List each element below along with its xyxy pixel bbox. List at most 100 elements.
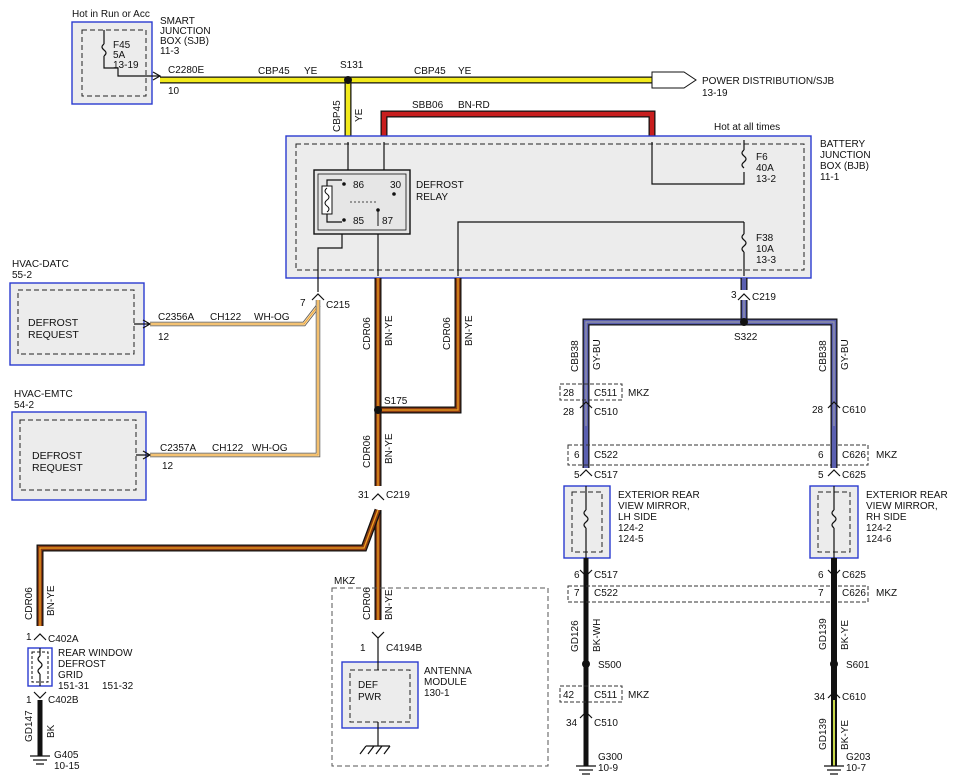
c610b-chevron-icon bbox=[827, 691, 841, 699]
hvac-emtc-header-2: 54-2 bbox=[14, 400, 34, 411]
f6-fuse-icon bbox=[741, 149, 747, 169]
defrost-relay-inner bbox=[317, 173, 407, 231]
f38-name: F38 bbox=[756, 233, 774, 244]
cdr06-right-color: BN-YE bbox=[464, 315, 475, 346]
gd147-color: BK bbox=[46, 724, 57, 738]
s175-splice-dot bbox=[374, 406, 382, 414]
rh-mirror-circuit: CBB38 GY-BU 28 C610 6 C626 MKZ 5 C625 EX… bbox=[809, 339, 948, 775]
c402b-label: C402B bbox=[48, 695, 79, 706]
rh-title-4: 124-2 bbox=[866, 523, 892, 534]
antenna-option: MKZ bbox=[334, 576, 355, 587]
s322-label: S322 bbox=[734, 332, 758, 343]
red-wire-sbb06: SBB06 BN-RD bbox=[380, 100, 656, 140]
lh-color: GY-BU bbox=[592, 339, 603, 370]
hvac-datc-connector: C2356A bbox=[158, 312, 194, 323]
c219-right: 3 C219 S322 bbox=[582, 278, 838, 426]
hvac-emtc-label-2: REQUEST bbox=[32, 462, 83, 474]
c402a-pin: 1 bbox=[26, 632, 32, 643]
s601-label: S601 bbox=[846, 660, 870, 671]
c625b-label: C625 bbox=[842, 570, 866, 581]
antenna-inner-2: PWR bbox=[358, 692, 381, 703]
hvac-emtc-pin: 12 bbox=[162, 461, 174, 472]
relay-pin-85: 85 bbox=[353, 216, 365, 227]
rw-title-1: REAR WINDOW bbox=[58, 648, 133, 659]
hvac-datc-module: HVAC-DATC 55-2 DEFROST REQUEST C2356A 12… bbox=[9, 259, 290, 366]
c219-right-label: C219 bbox=[752, 292, 776, 303]
cdr06-left-circuit: CDR06 bbox=[362, 317, 373, 350]
c522-c626-option-box bbox=[567, 444, 869, 466]
hvac-emtc-connector: C2357A bbox=[160, 443, 196, 454]
lh-mirror-circuit: CBB38 GY-BU 28 C511 MKZ 28 C510 6 C522 5… bbox=[559, 339, 700, 775]
gd126-color: BK-WH bbox=[592, 619, 603, 652]
hvac-datc-inner bbox=[17, 289, 135, 355]
cdr06-wires: CDR06 BN-YE CDR06 BN-YE S175 CDR06 BN-YE… bbox=[36, 278, 475, 626]
c511b-label: C511 bbox=[594, 690, 618, 701]
hvac-datc-pin: 12 bbox=[158, 332, 170, 343]
c402a-chevron-icon bbox=[33, 633, 47, 641]
power-distribution-title: POWER DISTRIBUTION/SJB bbox=[702, 76, 835, 87]
cdr06-left-color: BN-YE bbox=[384, 315, 395, 346]
hvac-datc-color: WH-OG bbox=[254, 312, 290, 323]
g405-ref: 10-15 bbox=[54, 761, 80, 772]
g405-ground-icon bbox=[30, 755, 50, 765]
cbp45-right-color: YE bbox=[458, 66, 472, 77]
g203-ref: 10-7 bbox=[846, 763, 866, 774]
g300-ground-icon bbox=[576, 765, 596, 775]
hvac-datc-circuit: CH122 bbox=[210, 312, 242, 323]
relay-85-out bbox=[317, 226, 343, 292]
relay-pin-87: 87 bbox=[382, 216, 394, 227]
f38-amps: 10A bbox=[756, 244, 774, 255]
top-yellow-wire: CBP45 YE S131 CBP45 YE CBP45 YE POWER DI… bbox=[160, 60, 835, 140]
c626b-label: C626 bbox=[842, 588, 866, 599]
sjb-title-3: BOX (SJB) bbox=[160, 36, 209, 47]
antenna-color: BN-YE bbox=[384, 589, 395, 620]
f6-amps: 40A bbox=[756, 163, 774, 174]
g203-ground-icon bbox=[824, 765, 844, 775]
sjb-connector: C2280E bbox=[168, 65, 204, 76]
c510b-chevron-icon bbox=[579, 711, 593, 719]
sjb-header: Hot in Run or Acc bbox=[72, 9, 150, 20]
gd139-circuit: GD139 bbox=[818, 618, 829, 650]
sjb-inner bbox=[81, 29, 147, 97]
c4194b-pin: 1 bbox=[360, 643, 366, 654]
lh-title-1: EXTERIOR REAR bbox=[618, 490, 700, 501]
sjb-fuse-wire bbox=[101, 30, 160, 77]
sjb-fuse-name: F45 bbox=[113, 40, 131, 51]
lh-title-3: LH SIDE bbox=[618, 512, 657, 523]
c626-pin: 6 bbox=[818, 450, 824, 461]
rw-grid-icon bbox=[37, 648, 43, 686]
c219-chevron-icon bbox=[371, 493, 385, 501]
sjb-arrow-icon bbox=[152, 71, 162, 81]
c625b-chevron-icon bbox=[827, 569, 841, 577]
c517b-label: C517 bbox=[594, 570, 618, 581]
c610-pin: 28 bbox=[812, 405, 824, 416]
bjb-title-4: 11-1 bbox=[820, 172, 840, 183]
g405-label: G405 bbox=[54, 750, 79, 761]
bjb-title-2: JUNCTION bbox=[820, 150, 871, 161]
antenna-title-3: 130-1 bbox=[424, 688, 450, 699]
bjb-title-1: BATTERY bbox=[820, 139, 866, 150]
g300-ref: 10-9 bbox=[598, 763, 618, 774]
c517-label: C517 bbox=[594, 470, 618, 481]
c626b-option: MKZ bbox=[876, 588, 897, 599]
hvac-request-wires bbox=[150, 300, 321, 458]
hvac-emtc-circuit: CH122 bbox=[212, 443, 244, 454]
lh-mirror-box bbox=[563, 485, 611, 559]
lh-mirror-inner bbox=[571, 491, 603, 553]
c511-label: C511 bbox=[594, 388, 618, 399]
g203-label: G203 bbox=[846, 752, 871, 763]
lh-circuit: CBB38 bbox=[570, 340, 581, 372]
cdr06-lower-color: BN-YE bbox=[384, 433, 395, 464]
c517-pin: 5 bbox=[574, 470, 580, 481]
lh-title-4: 124-2 bbox=[618, 523, 644, 534]
rh-title-1: EXTERIOR REAR bbox=[866, 490, 948, 501]
c219-pin: 31 bbox=[358, 490, 370, 501]
c626-option: MKZ bbox=[876, 450, 897, 461]
gd139-color-2: BK-YE bbox=[840, 720, 851, 750]
c517-chevron-icon bbox=[579, 469, 593, 477]
f38-ref: 13-3 bbox=[756, 255, 776, 266]
c522-label: C522 bbox=[594, 450, 618, 461]
c626-label: C626 bbox=[842, 450, 866, 461]
power-distribution-ref: 13-19 bbox=[702, 88, 728, 99]
c4194b-chevron-icon bbox=[371, 631, 385, 639]
